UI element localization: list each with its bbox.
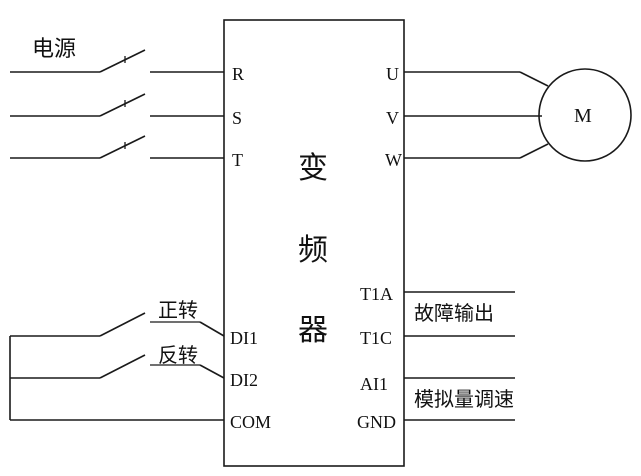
vfd-title-char-1: 变 [298,151,328,186]
terminal-t1a: T1A [360,284,393,304]
terminal-w: W [385,150,402,170]
terminal-s: S [232,108,242,128]
motor-wires [404,71,549,159]
terminal-r: R [232,64,244,84]
control-switches [9,312,225,421]
terminal-t1c: T1C [360,328,392,348]
reverse-label: 反转 [158,343,198,367]
terminal-com: COM [230,412,271,432]
motor-circle [538,68,632,162]
terminal-u: U [386,64,399,84]
terminal-gnd: GND [357,412,396,432]
terminal-t: T [232,150,243,170]
vfd-box [223,19,405,467]
terminal-v: V [386,108,399,128]
vfd-title-char-3: 器 [298,313,328,348]
power-label: 电源 [32,37,76,62]
power-switches [10,49,224,159]
terminal-di2: DI2 [230,370,258,390]
vfd-title-char-2: 频 [298,233,328,268]
forward-label: 正转 [158,298,198,322]
fault-output-label: 故障输出 [414,301,494,325]
analog-speed-label: 模拟量调速 [414,387,514,411]
right-control-wires [404,291,515,421]
terminal-ai1: AI1 [360,374,388,394]
motor-label: M [574,105,592,127]
terminal-di1: DI1 [230,328,258,348]
